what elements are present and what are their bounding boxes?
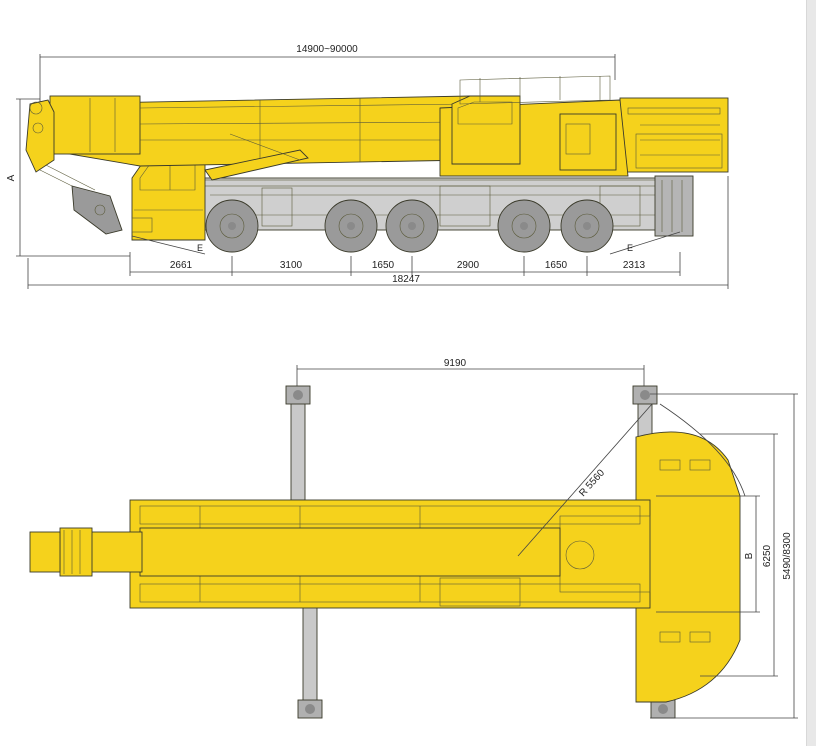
boom-length-dimension: 14900~90000	[39, 44, 616, 102]
width-dimensions: B 6250 5490/8300	[650, 393, 798, 719]
wheel-1	[205, 199, 259, 253]
wheel-5	[560, 199, 614, 253]
axle-spacing-1: 2661	[170, 260, 193, 271]
axle-spacing-2: 3100	[280, 260, 303, 271]
driver-cab	[131, 157, 206, 241]
axle-spacing-3: 1650	[372, 260, 395, 271]
wheels	[205, 199, 614, 253]
height-dimension: A	[6, 98, 130, 257]
superstructure	[204, 75, 629, 181]
wheel-3	[385, 199, 439, 253]
counterweight	[619, 97, 729, 173]
approach-angle-label: E	[197, 243, 203, 253]
outrigger-spacing-label: 9190	[444, 358, 467, 369]
chassis	[199, 175, 694, 237]
side-view: 14900~90000 A	[6, 44, 729, 289]
angle-markers: E E	[131, 231, 681, 255]
outrigger-width-outer-label: 5490/8300	[782, 532, 793, 580]
boom	[25, 95, 471, 173]
boom-length-label: 14900~90000	[296, 44, 358, 55]
outrigger-width-inner-label: 6250	[762, 544, 773, 567]
boom-top	[29, 527, 561, 577]
axle-spacing-dimension: 2661 3100 1650 2900 1650 2313	[129, 252, 681, 276]
scrollbar[interactable]	[806, 0, 816, 746]
overall-length-dimension: 18247	[27, 176, 729, 289]
wheel-4	[497, 199, 551, 253]
counterweight-top	[635, 431, 741, 703]
outrigger-spacing-dimension: 9190	[296, 358, 645, 392]
departure-angle-label: E	[627, 243, 633, 253]
width-label-b: B	[744, 552, 755, 559]
outrigger-front-left	[285, 385, 311, 501]
outrigger-front-right	[297, 603, 323, 719]
axle-spacing-5: 1650	[545, 260, 568, 271]
axle-spacing-6: 2313	[623, 260, 646, 271]
height-label-a: A	[6, 174, 17, 181]
overall-length-label: 18247	[392, 274, 420, 285]
wheel-2	[324, 199, 378, 253]
axle-spacing-4: 2900	[457, 260, 480, 271]
top-view: 9190	[29, 358, 798, 719]
hook-block	[35, 159, 123, 235]
